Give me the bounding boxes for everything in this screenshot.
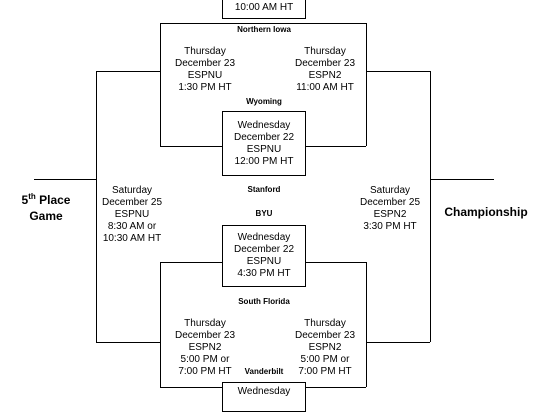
connector-line: [160, 262, 161, 387]
connector-line: [366, 23, 367, 146]
game-box-top: 10:00 AM HT: [222, 0, 306, 19]
connector-line: [306, 262, 366, 263]
game-info-bottom-right: Thursday December 23 ESPN2 5:00 PM or 7:…: [294, 318, 356, 377]
game-box-mid-upper: Wednesday December 22 ESPNU 12:00 PM HT: [222, 111, 306, 176]
connector-line: [96, 71, 160, 72]
game-info-bottom-left: Thursday December 23 ESPN2 5:00 PM or 7:…: [174, 318, 236, 377]
connector-line: [306, 387, 366, 388]
championship-title: Championship: [444, 205, 528, 219]
connector-line: [34, 179, 96, 180]
team-label-stanford: Stanford: [247, 185, 281, 194]
connector-line: [430, 71, 431, 342]
fifth-place-game-title: 5th Place Game: [0, 192, 92, 224]
team-label-northern-iowa: Northern Iowa: [237, 25, 291, 34]
connector-line: [160, 387, 222, 388]
fifth-place-title-line2: Game: [29, 209, 63, 223]
connector-line: [96, 342, 160, 343]
fifth-place-title-line1: 5th Place: [21, 192, 71, 207]
connector-line: [366, 71, 430, 72]
team-label-vanderbilt: Vanderbilt: [244, 367, 284, 376]
game-box-mid-lower: Wednesday December 22 ESPNU 4:30 PM HT: [222, 225, 306, 287]
team-label-wyoming: Wyoming: [246, 97, 282, 106]
game-box-bottom: Wednesday: [222, 382, 306, 412]
connector-line: [430, 179, 494, 180]
connector-line: [366, 342, 430, 343]
connector-line: [160, 23, 161, 146]
connector-line: [160, 23, 366, 24]
tournament-bracket: 10:00 AM HT Wednesday December 22 ESPNU …: [0, 0, 528, 412]
connector-line: [306, 146, 366, 147]
connector-line: [366, 262, 367, 387]
team-label-south-florida: South Florida: [238, 297, 290, 306]
game-info-top-right: Thursday December 23 ESPN2 11:00 AM HT: [294, 46, 356, 93]
connector-line: [160, 146, 222, 147]
connector-line: [160, 262, 222, 263]
game-info-top-left: Thursday December 23 ESPNU 1:30 PM HT: [174, 46, 236, 93]
team-label-byu: BYU: [255, 209, 273, 218]
game-info-fifth-place: Saturday December 25 ESPNU 8:30 AM or 10…: [101, 185, 163, 244]
connector-line: [96, 71, 97, 342]
